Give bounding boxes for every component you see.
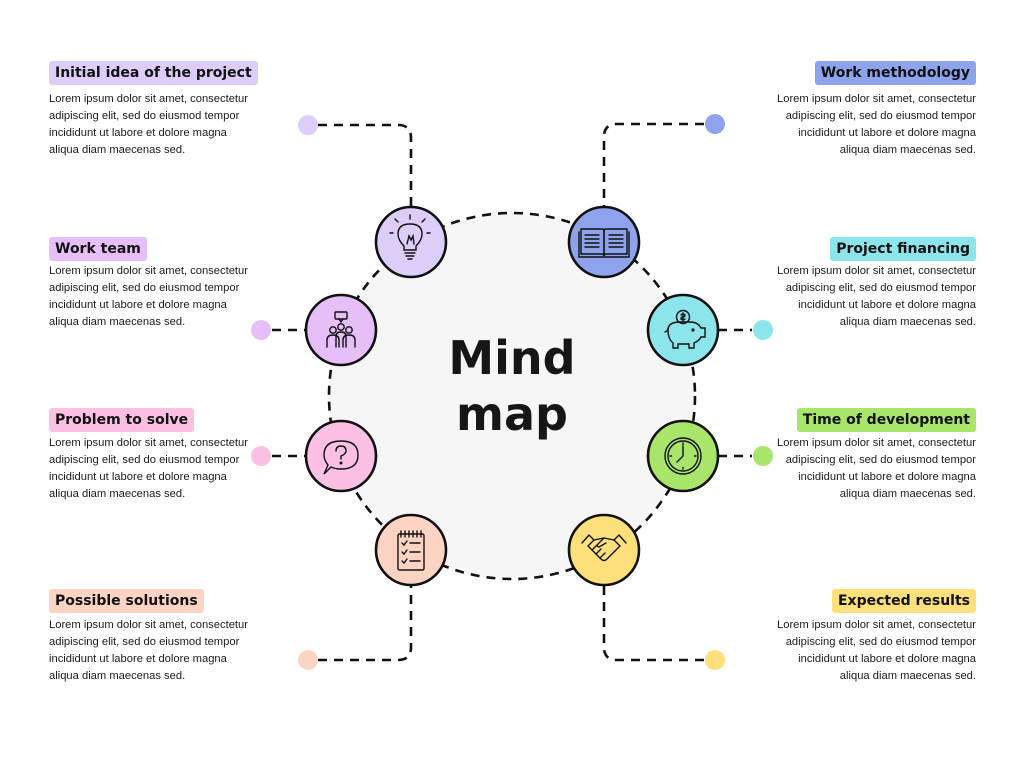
connector-expected-results — [602, 586, 704, 662]
center-title-line2: map — [456, 387, 568, 441]
node-initial-idea — [374, 205, 448, 279]
node-possible-solutions — [374, 513, 448, 587]
topic-description: Lorem ipsum dolor sit amet, consectetur … — [49, 437, 248, 501]
node-expected-results — [567, 513, 641, 587]
topic-description: Lorem ipsum dolor sit amet, consectetur … — [49, 93, 248, 157]
connector-possible-solutions — [318, 586, 413, 662]
topic-label: Expected results — [831, 589, 976, 613]
topic-label: Work team — [49, 237, 147, 261]
connector-initial-idea — [318, 123, 413, 206]
connectors — [272, 122, 752, 662]
dot-initial-idea — [298, 115, 318, 135]
topic-time-of-development: Time of development Lorem ipsum dolor si… — [776, 408, 976, 503]
handshake-icon — [581, 534, 627, 562]
clock-icon — [664, 437, 702, 475]
topic-project-financing: Project financing Lorem ipsum dolor sit … — [776, 237, 976, 331]
question-bubble-icon — [323, 440, 359, 475]
topic-label: Project financing — [830, 237, 976, 261]
dot-problem — [251, 446, 271, 466]
topic-description: Lorem ipsum dolor sit amet, consectetur … — [777, 619, 976, 683]
topic-label: Time of development — [796, 408, 976, 432]
dot-work-methodology — [705, 114, 725, 134]
piggy-bank-icon — [664, 309, 706, 349]
topic-description: Lorem ipsum dolor sit amet, consectetur … — [777, 437, 976, 501]
dot-project-financing — [753, 320, 773, 340]
topic-work-methodology: Work methodology Lorem ipsum dolor sit a… — [776, 61, 976, 159]
topic-label: Possible solutions — [49, 589, 204, 613]
topic-problem-to-solve: Problem to solve Lorem ipsum dolor sit a… — [49, 408, 249, 503]
lightbulb-icon — [389, 214, 431, 260]
node-time-of-development — [646, 419, 720, 493]
topic-description: Lorem ipsum dolor sit amet, consectetur … — [777, 93, 976, 157]
topic-label: Problem to solve — [49, 408, 195, 432]
topic-expected-results: Expected results Lorem ipsum dolor sit a… — [776, 589, 976, 685]
topic-possible-solutions: Possible solutions Lorem ipsum dolor sit… — [49, 589, 249, 685]
dot-possible-solutions — [298, 650, 318, 670]
node-project-financing — [646, 293, 720, 367]
topic-label: Work methodology — [814, 61, 976, 85]
dot-work-team — [251, 320, 271, 340]
node-problem-to-solve — [304, 419, 378, 493]
topic-initial-idea: Initial idea of the project Lorem ipsum … — [49, 61, 258, 159]
dot-expected-results — [705, 650, 725, 670]
center-circle — [327, 211, 697, 581]
node-work-methodology — [567, 205, 641, 279]
dot-time-development — [753, 446, 773, 466]
topic-label: Initial idea of the project — [49, 61, 258, 85]
topic-description: Lorem ipsum dolor sit amet, consectetur … — [49, 265, 248, 329]
center-title-line1: Mind — [448, 331, 576, 385]
checklist-icon — [397, 530, 425, 571]
team-icon — [326, 311, 356, 348]
center-title: Mind map — [412, 330, 612, 442]
node-work-team — [304, 293, 378, 367]
connector-work-methodology — [602, 122, 704, 206]
topic-description: Lorem ipsum dolor sit amet, consectetur … — [49, 619, 248, 683]
topic-description: Lorem ipsum dolor sit amet, consectetur … — [777, 265, 976, 329]
topic-work-team: Work team Lorem ipsum dolor sit amet, co… — [49, 237, 249, 331]
book-icon — [578, 228, 630, 258]
